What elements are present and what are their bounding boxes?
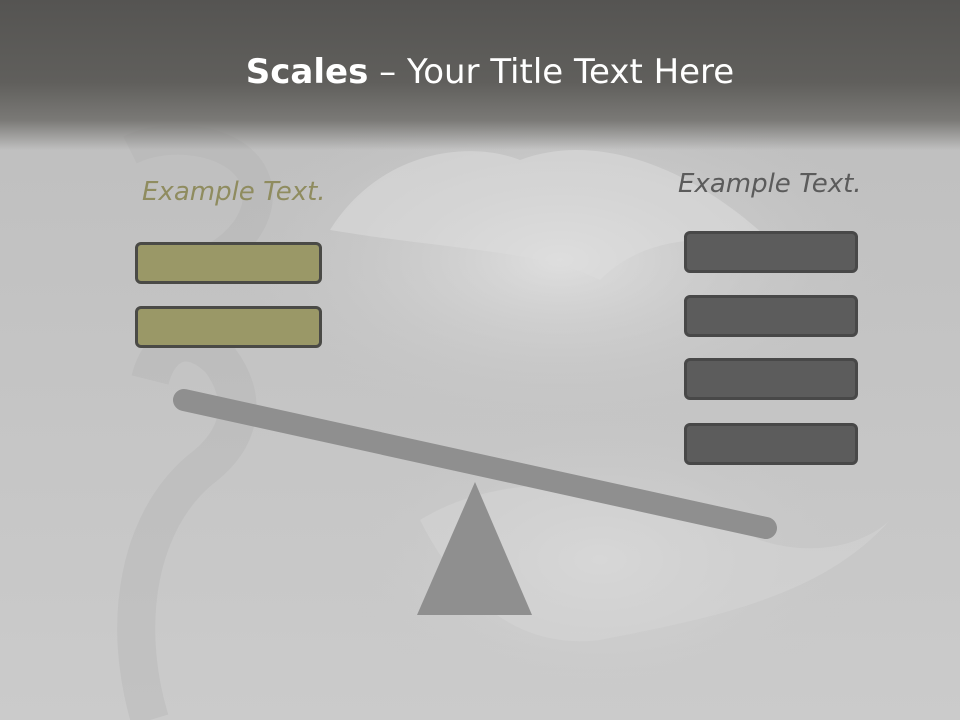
scale-fulcrum (417, 482, 532, 615)
left-caption: Example Text. (142, 177, 326, 207)
slide-title: Scales – Your Title Text Here (0, 52, 960, 92)
title-bar: Scales – Your Title Text Here (0, 0, 960, 150)
right-weight-box-2 (684, 295, 858, 337)
right-weight-box-4 (684, 423, 858, 465)
right-weight-box-3 (684, 358, 858, 400)
right-caption: Example Text. (678, 169, 862, 199)
left-weight-box-1 (135, 242, 322, 284)
right-weight-box-1 (684, 231, 858, 273)
scale-beam (173, 389, 777, 539)
title-bold-part: Scales (245, 52, 369, 92)
title-rest-part: – Your Title Text Here (368, 52, 735, 92)
left-weight-box-2 (135, 306, 322, 348)
